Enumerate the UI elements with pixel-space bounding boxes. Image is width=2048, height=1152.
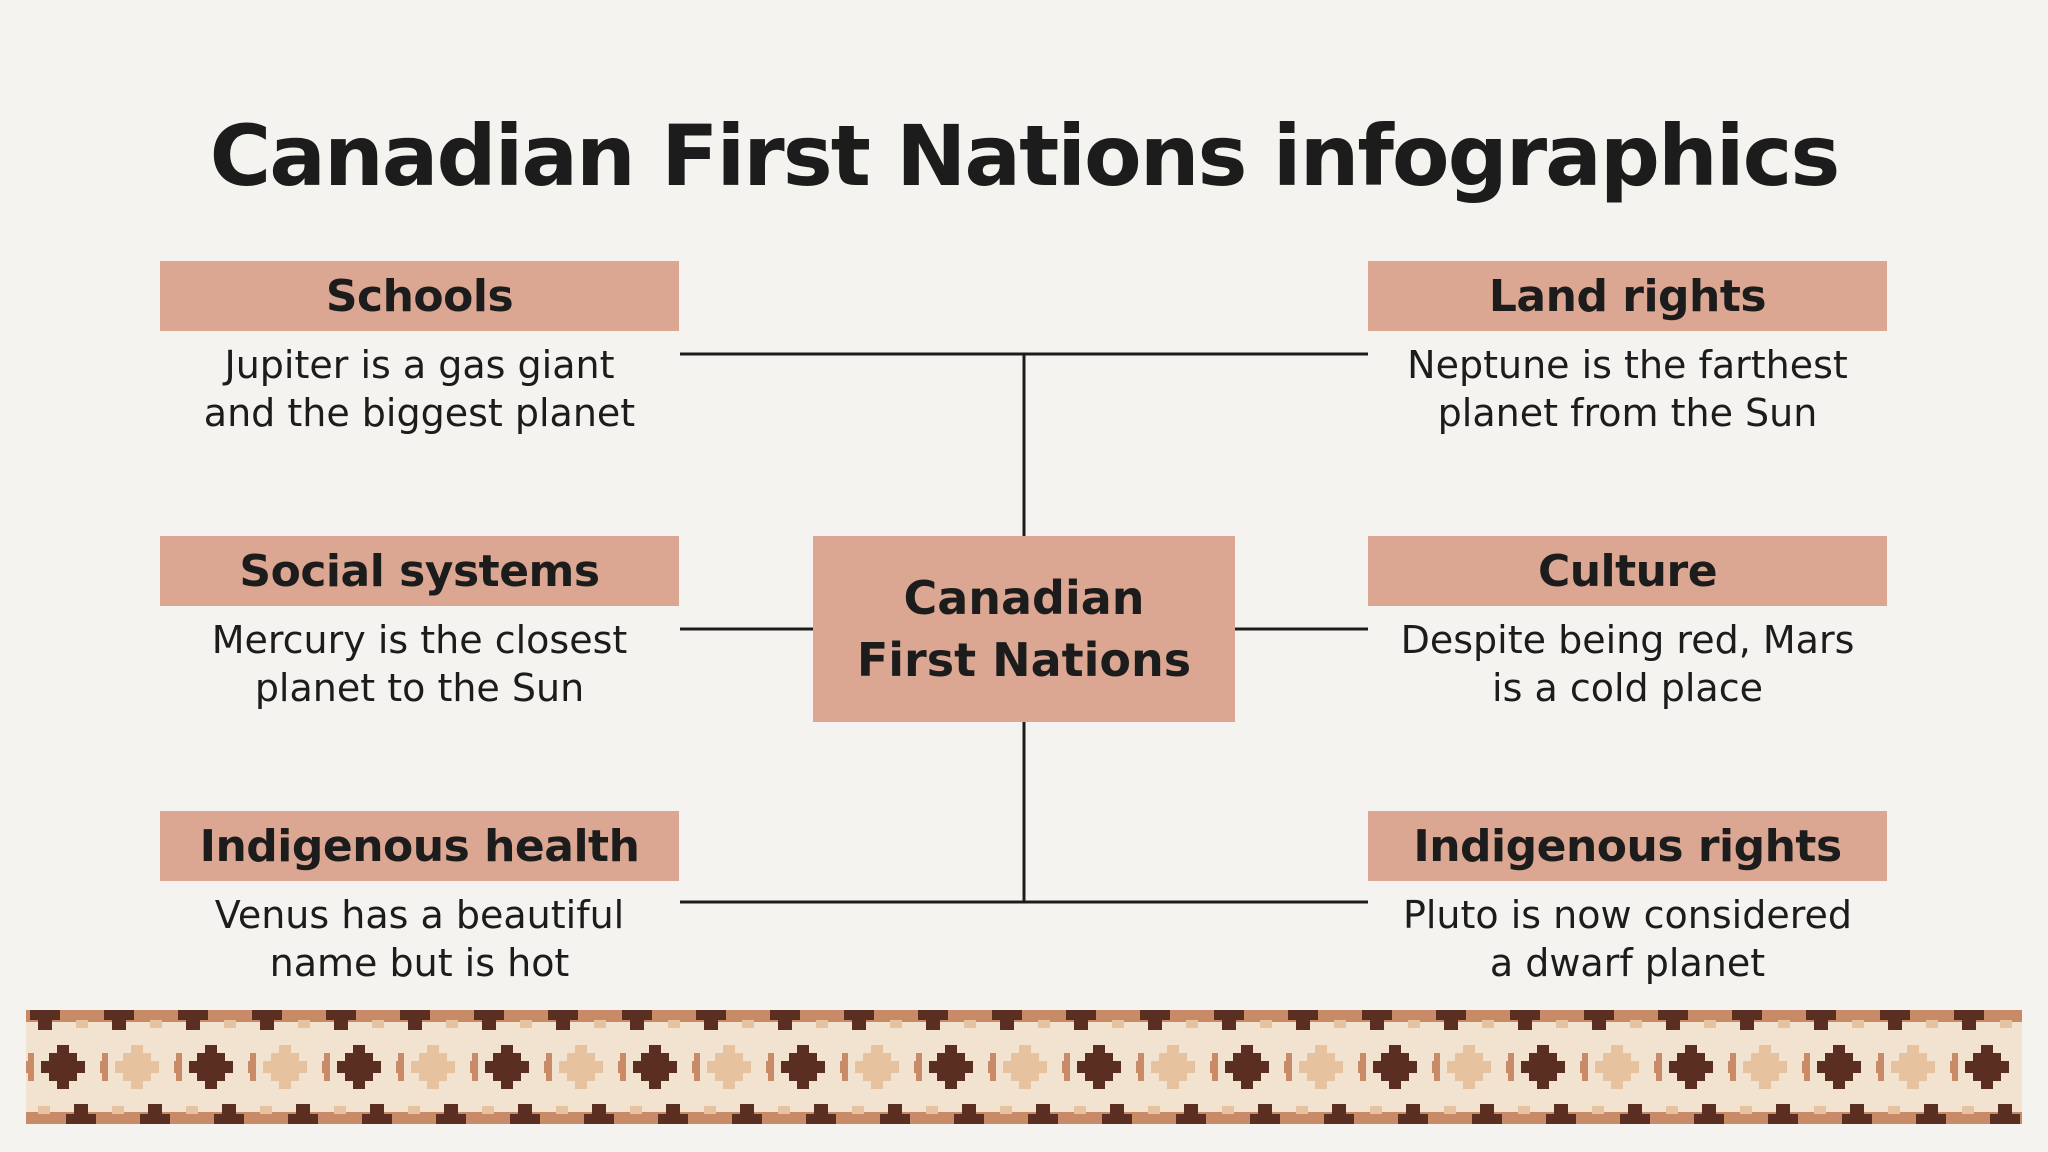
culture-description: Despite being red, Mars is a cold place [1368,616,1887,712]
schools-description: Jupiter is a gas giant and the biggest p… [160,341,679,437]
indigenous-rights-description-line-2: a dwarf planet [1489,941,1766,985]
decorative-pattern-band [26,1010,2022,1124]
schools-description-line-1: Jupiter is a gas giant [224,343,615,387]
social-systems-description-line-2: planet to the Sun [254,666,585,710]
social-systems-description: Mercury is the closest planet to the Sun [160,616,679,712]
indigenous-rights-description: Pluto is now considered a dwarf planet [1368,891,1887,987]
indigenous-health-description-line-1: Venus has a beautiful [214,893,625,937]
indigenous-health-heading: Indigenous health [160,811,679,881]
social-systems-heading: Social systems [160,536,679,606]
culture-description-line-2: is a cold place [1492,666,1763,710]
page-title: Canadian First Nations infographics [209,107,1841,205]
culture-heading: Culture [1368,536,1887,606]
center-node-line-1: Canadian [903,571,1145,625]
land-rights-description: Neptune is the farthest planet from the … [1368,341,1887,437]
schools-heading: Schools [160,261,679,331]
land-rights-description-line-2: planet from the Sun [1437,391,1818,435]
indigenous-rights-heading: Indigenous rights [1368,811,1887,881]
land-rights-description-line-1: Neptune is the farthest [1407,343,1848,387]
schools-description-line-2: and the biggest planet [203,391,636,435]
indigenous-health-description-line-2: name but is hot [269,941,570,985]
social-systems-description-line-1: Mercury is the closest [211,618,628,662]
center-node: Canadian First Nations [813,536,1235,722]
culture-description-line-1: Despite being red, Mars [1400,618,1855,662]
land-rights-heading: Land rights [1368,261,1887,331]
indigenous-health-description: Venus has a beautiful name but is hot [160,891,679,987]
indigenous-rights-description-line-1: Pluto is now considered [1402,893,1853,937]
center-node-line-2: First Nations [856,633,1192,687]
